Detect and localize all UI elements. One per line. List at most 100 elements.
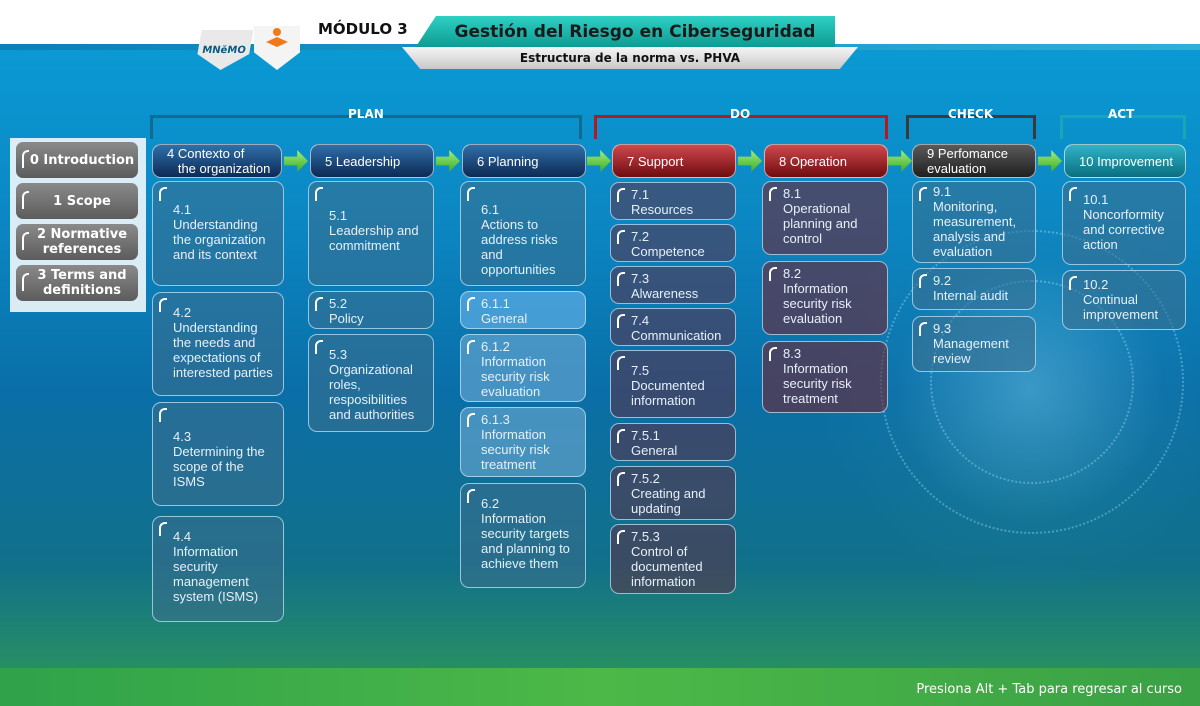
clause-5-label: 5 Leadership [325, 153, 401, 169]
card-text: 7.4 Communication [631, 313, 722, 343]
card-text: 4.4 Information security management syst… [173, 529, 259, 604]
clause-7-header[interactable]: 7 Support [612, 144, 736, 178]
clause-4-header[interactable]: 4 Contexto of the organization [152, 144, 282, 178]
card-text: 4.3 Determining the scope of the ISMS [173, 429, 265, 489]
card-text: 5.2 Policy [329, 296, 364, 326]
bracket-icon [159, 187, 167, 201]
card-7-5[interactable]: 7.5 Documented information [610, 350, 736, 418]
card-text: 6.1.2 Information security risk evaluati… [481, 339, 550, 399]
module-label: MÓDULO 3 [318, 20, 408, 38]
card-7-2[interactable]: 7.2 Competence [610, 224, 736, 262]
clause-10-header[interactable]: 10 Improvement [1064, 144, 1186, 178]
card-6-1-2[interactable]: 6.1.2 Information security risk evaluati… [460, 334, 586, 402]
sidebar-item-terms-definitions[interactable]: 3 Terms and definitions [16, 265, 138, 301]
phase-bracket-act [1060, 115, 1186, 139]
arrow-right-icon [587, 150, 611, 172]
card-text: 6.2 Information security targets and pla… [481, 496, 570, 571]
bracket-icon [919, 274, 927, 288]
card-9-1[interactable]: 9.1 Monitoring, measurement, analysis an… [912, 181, 1036, 263]
card-4-4[interactable]: 4.4 Information security management syst… [152, 516, 284, 622]
mnemo-logo: MNĕMO [194, 30, 253, 70]
bracket-icon [22, 191, 29, 209]
card-text: 7.3 Alwareness [631, 271, 699, 301]
clause-7-label: 7 Support [627, 153, 684, 169]
clause-6-header[interactable]: 6 Planning [462, 144, 586, 178]
card-10-2[interactable]: 10.2 Continual improvement [1062, 270, 1186, 330]
bracket-icon [617, 530, 625, 544]
sidebar-item-normative-references[interactable]: 2 Normative references [16, 224, 138, 260]
arrow-right-icon [436, 150, 460, 172]
phase-label-act: ACT [1108, 107, 1135, 121]
card-4-2[interactable]: 4.2 Understanding the needs and expectat… [152, 292, 284, 396]
sena-logo-icon [266, 28, 288, 47]
card-text: 4.2 Understanding the needs and expectat… [173, 305, 273, 380]
card-9-3[interactable]: 9.3 Management review [912, 316, 1036, 372]
card-text: 8.2 Information security risk evaluation [783, 266, 852, 326]
card-7-4[interactable]: 7.4 Communication [610, 308, 736, 346]
clause-8-header[interactable]: 8 Operation [764, 144, 888, 178]
card-8-3[interactable]: 8.3 Information security risk treatment [762, 341, 888, 413]
footer-hint: Presiona Alt + Tab para regresar al curs… [916, 682, 1182, 697]
card-text: 5.1 Leadership and commitment [329, 208, 419, 253]
title-banner: Gestión del Riesgo en Ciberseguridad [415, 16, 835, 48]
card-text: 7.5.3 Control of documented information [631, 529, 703, 589]
bracket-icon [617, 356, 625, 370]
bracket-icon [769, 347, 777, 361]
bracket-icon [22, 273, 29, 291]
card-7-3[interactable]: 7.3 Alwareness [610, 266, 736, 304]
card-4-3[interactable]: 4.3 Determining the scope of the ISMS [152, 402, 284, 506]
bracket-icon [315, 187, 323, 201]
bracket-icon [919, 187, 927, 201]
phase-bracket-check [906, 115, 1036, 139]
card-6-1-1[interactable]: 6.1.1 General [460, 291, 586, 329]
card-text: 7.1 Resources [631, 187, 694, 217]
bracket-icon [617, 272, 625, 286]
card-8-2[interactable]: 8.2 Information security risk evaluation [762, 261, 888, 335]
card-7-5-2[interactable]: 7.5.2 Creating and updating [610, 466, 736, 520]
card-7-5-3[interactable]: 7.5.3 Control of documented information [610, 524, 736, 594]
bracket-icon [22, 232, 29, 250]
phase-bracket-plan [150, 115, 582, 139]
sidebar-item-scope[interactable]: 1 Scope [16, 183, 138, 219]
card-text: 6.1.1 General [481, 296, 528, 326]
bracket-icon [1069, 276, 1077, 290]
clause-8-label: 8 Operation [779, 153, 847, 169]
card-text: 9.1 Monitoring, measurement, analysis an… [933, 184, 1017, 259]
phase-bracket-do [594, 115, 888, 139]
subtitle-banner: Estructura de la norma vs. PHVA [402, 47, 858, 69]
bracket-icon [467, 187, 475, 201]
clause-5-header[interactable]: 5 Leadership [310, 144, 434, 178]
card-7-1[interactable]: 7.1 Resources [610, 182, 736, 220]
arrow-right-icon [738, 150, 762, 172]
card-5-1[interactable]: 5.1 Leadership and commitment [308, 181, 434, 286]
clause-9-header[interactable]: 9 Perfomance evaluation [912, 144, 1036, 178]
sidebar-item-introduction[interactable]: 0 Introduction [16, 142, 138, 178]
card-8-1[interactable]: 8.1 Operational planning and control [762, 181, 888, 255]
card-text: 8.3 Information security risk treatment [783, 346, 852, 406]
card-10-1[interactable]: 10.1 Noncorformity and corrective action [1062, 181, 1186, 265]
card-5-2[interactable]: 5.2 Policy [308, 291, 434, 329]
sidebar-item-label: 1 Scope [53, 193, 111, 209]
sidebar-item-label: 2 Normative references [36, 227, 128, 257]
card-6-1-3[interactable]: 6.1.3 Information security risk treatmen… [460, 407, 586, 477]
card-7-5-1[interactable]: 7.5.1 General [610, 423, 736, 461]
card-4-1[interactable]: 4.1 Understanding the organization and i… [152, 181, 284, 286]
bracket-icon [467, 413, 475, 427]
card-text: 7.5.1 General [631, 428, 678, 458]
footer-bar [0, 668, 1200, 706]
card-6-1[interactable]: 6.1 Actions to address risks and opportu… [460, 181, 586, 286]
card-5-3[interactable]: 5.3 Organizational roles, resposibilitie… [308, 334, 434, 432]
phase-label-plan: PLAN [348, 107, 384, 121]
card-text: 4.1 Understanding the organization and i… [173, 202, 266, 262]
bracket-icon [315, 340, 323, 354]
bracket-icon [1069, 187, 1077, 201]
card-text: 7.2 Competence [631, 229, 705, 259]
bracket-icon [769, 187, 777, 201]
card-9-2[interactable]: 9.2 Internal audit [912, 268, 1036, 310]
card-6-2[interactable]: 6.2 Information security targets and pla… [460, 483, 586, 588]
bracket-icon [617, 472, 625, 486]
card-text: 10.1 Noncorformity and corrective action [1083, 192, 1165, 252]
bracket-icon [617, 230, 625, 244]
arrow-right-icon [284, 150, 308, 172]
sena-logo [254, 26, 300, 70]
